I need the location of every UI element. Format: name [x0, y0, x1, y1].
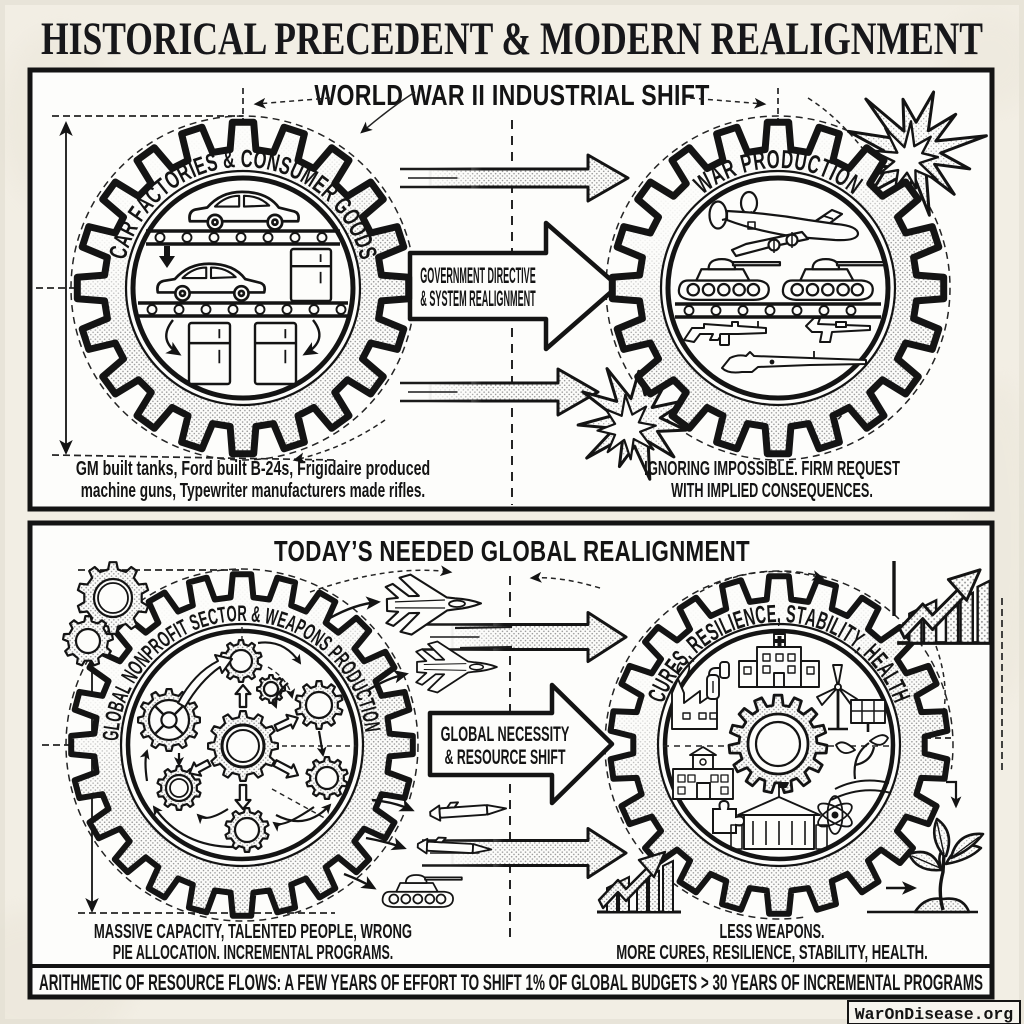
svg-text:R: R — [751, 145, 767, 176]
svg-text:C: C — [754, 602, 768, 630]
svg-text:O: O — [766, 144, 780, 174]
svg-text:O: O — [252, 146, 268, 175]
svg-text:& SYSTEM REALIGNMENT: & SYSTEM REALIGNMENT — [420, 287, 535, 312]
svg-text:WarOnDisease.org: WarOnDisease.org — [855, 1005, 1013, 1024]
svg-text:,: , — [777, 601, 781, 628]
svg-text:I: I — [356, 704, 382, 714]
svg-text:O: O — [226, 600, 238, 626]
svg-text:HISTORICAL PRECEDENT & MODERN: HISTORICAL PRECEDENT & MODERN REALIGNMEN… — [41, 13, 983, 65]
svg-text:MORE CURES, RESILIENCE, STABIL: MORE CURES, RESILIENCE, STABILITY, HEALT… — [616, 940, 928, 963]
svg-text:S: S — [785, 601, 797, 629]
svg-text:WORLD WAR II INDUSTRIAL SHIFT: WORLD WAR II INDUSTRIAL SHIFT — [314, 79, 709, 111]
svg-text:R: R — [237, 600, 246, 626]
svg-text:&: & — [250, 601, 262, 628]
svg-text:MASSIVE CAPACITY, TALENTED PEO: MASSIVE CAPACITY, TALENTED PEOPLE, WRONG — [94, 919, 412, 942]
svg-text:D: D — [780, 144, 794, 175]
svg-text:LESS WEAPONS.: LESS WEAPONS. — [720, 919, 825, 942]
svg-text:& RESOURCE SHIFT: & RESOURCE SHIFT — [445, 746, 566, 769]
svg-text:C: C — [240, 146, 253, 173]
svg-text:&: & — [221, 146, 236, 174]
svg-text:IGNORING IMPOSSIBLE. FIRM REQU: IGNORING IMPOSSIBLE. FIRM REQUEST — [644, 456, 900, 479]
svg-text:WITH IMPLIED CONSEQUENCES.: WITH IMPLIED CONSEQUENCES. — [671, 478, 873, 501]
svg-text:TODAY’S NEEDED GLOBAL REALIGNM: TODAY’S NEEDED GLOBAL REALIGNMENT — [274, 535, 750, 567]
svg-text:L: L — [98, 720, 125, 732]
svg-text:machine guns, Typewriter manuf: machine guns, Typewriter manufacturers m… — [81, 478, 425, 501]
svg-text:E: E — [766, 601, 777, 628]
svg-text:G: G — [97, 730, 123, 742]
svg-text:N: N — [359, 720, 386, 733]
svg-text:GOVERNMENT DIRECTIVE: GOVERNMENT DIRECTIVE — [420, 264, 535, 289]
svg-text:U: U — [792, 145, 809, 176]
svg-text:ARITHMETIC OF RESOURCE FLOWS:: ARITHMETIC OF RESOURCE FLOWS: A FEW YEAR… — [39, 971, 983, 995]
svg-text:GLOBAL NECESSITY: GLOBAL NECESSITY — [441, 723, 570, 746]
svg-text:GM built tanks, Ford built B-2: GM built tanks, Ford built B-24s, Frigid… — [76, 456, 430, 479]
svg-text:PIE ALLOCATION. INCREMENTAL PR: PIE ALLOCATION. INCREMENTAL PROGRAMS. — [113, 940, 393, 963]
